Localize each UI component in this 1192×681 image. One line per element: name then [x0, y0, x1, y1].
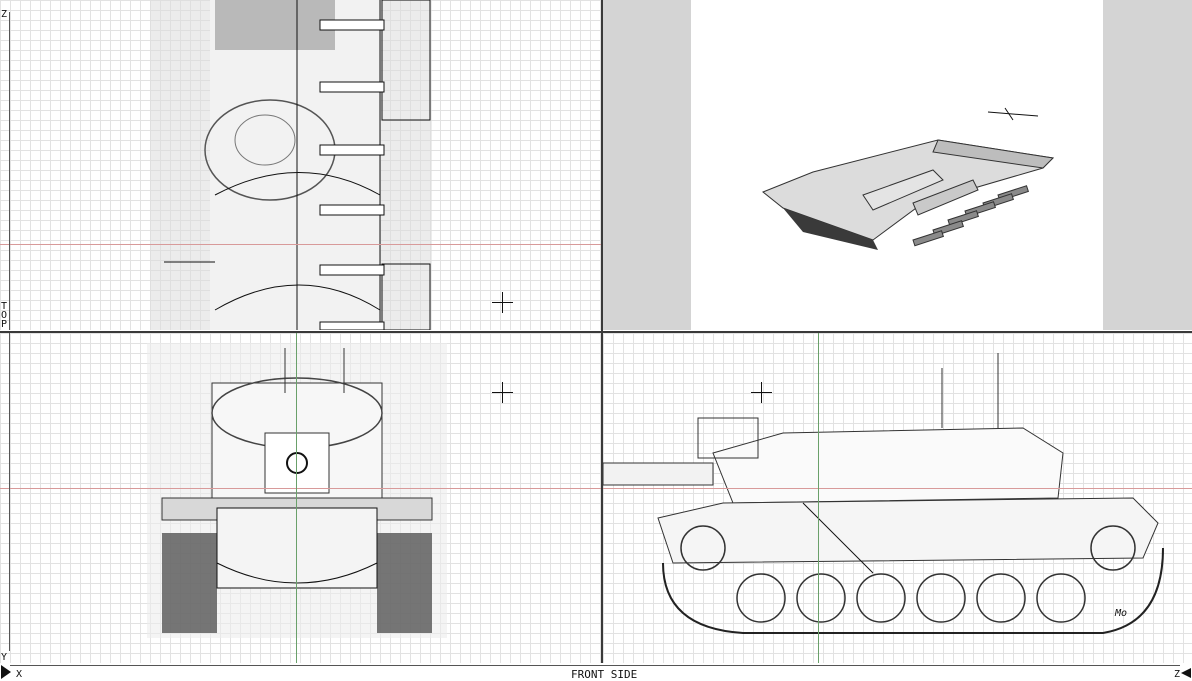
x-axis-line	[0, 244, 601, 245]
viewport-divider-vertical[interactable]	[601, 0, 603, 663]
top-viewport[interactable]: Z T O P	[0, 0, 601, 330]
side-blueprint	[603, 353, 1164, 634]
view-name-letter: O	[1, 310, 8, 321]
x-axis-label: X	[16, 669, 23, 680]
view-name-letter: P	[1, 319, 8, 330]
crosshair-icon	[492, 382, 513, 403]
left-grey-panel	[603, 0, 691, 330]
z-axis-label: Z	[1, 9, 8, 20]
status-bar	[0, 663, 1192, 681]
triangle-arrow-icon	[1, 665, 11, 679]
status-label: FRONT SIDE	[571, 668, 638, 681]
vertical-ruler	[9, 12, 10, 330]
top-blueprint	[150, 0, 432, 330]
side-viewport[interactable]: Mo	[603, 333, 1192, 663]
view-name-letter: T	[1, 301, 8, 312]
right-grey-panel	[1103, 0, 1192, 330]
front-blueprint	[147, 343, 447, 638]
y-axis-line	[296, 333, 297, 663]
horizontal-ruler	[10, 665, 1180, 666]
x-axis-line	[603, 488, 1192, 489]
x-axis-line	[0, 488, 601, 489]
viewport-divider-horizontal[interactable]	[0, 331, 1192, 333]
crosshair-icon	[751, 382, 772, 403]
z-axis-label: Z	[1174, 669, 1181, 680]
perspective-viewport[interactable]	[603, 0, 1192, 330]
front-viewport[interactable]: Y	[0, 333, 601, 663]
triangle-arrow-icon	[1181, 668, 1191, 678]
crosshair-icon	[492, 292, 513, 313]
vertical-ruler	[9, 333, 10, 651]
signature-label: Mo	[1115, 608, 1128, 619]
y-axis-label: Y	[1, 652, 8, 663]
y-axis-line	[818, 333, 819, 663]
tank-3d-model	[762, 107, 1055, 250]
